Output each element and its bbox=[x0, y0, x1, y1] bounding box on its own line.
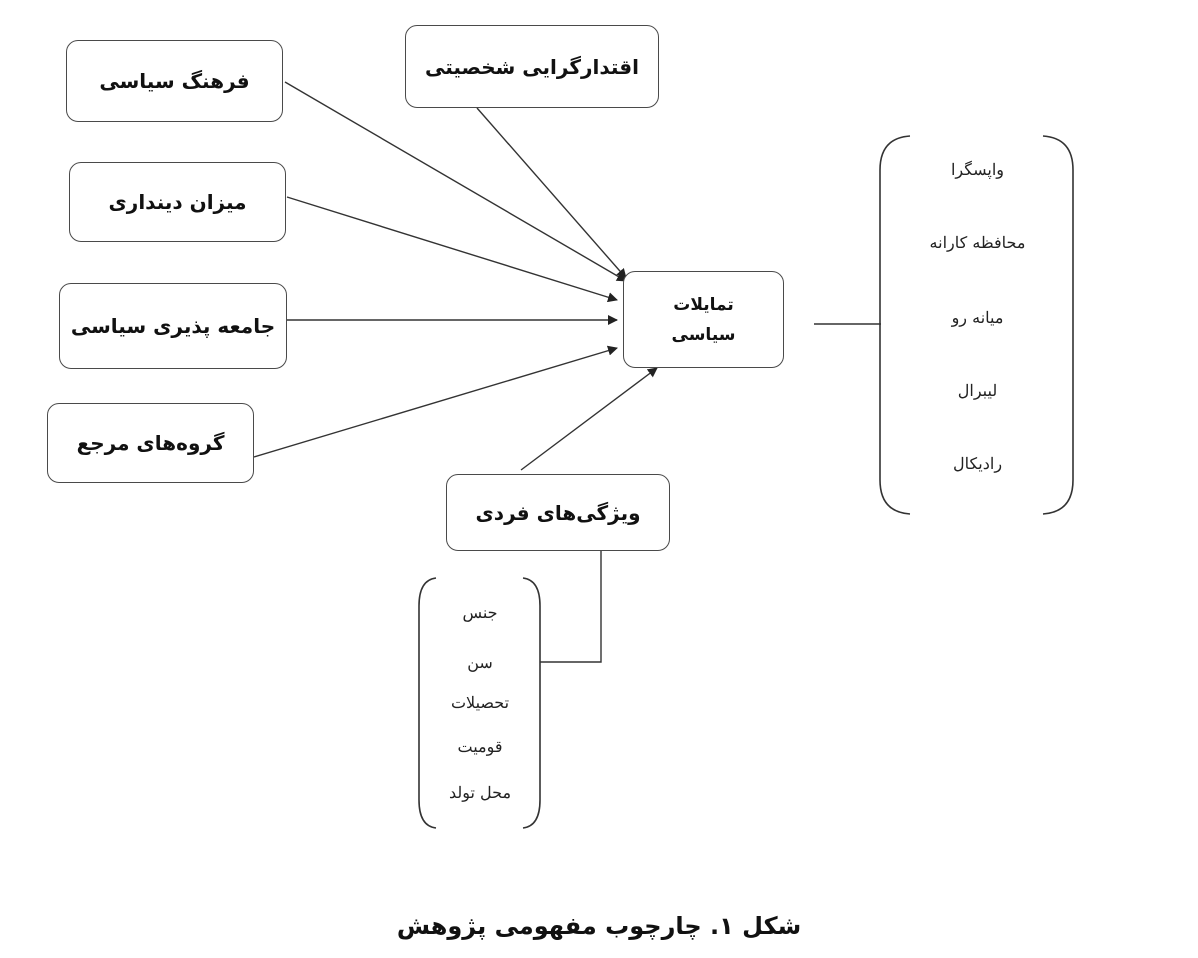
orientation-item: محافظه کارانه bbox=[929, 233, 1026, 252]
box-reference-groups-label: گروه‌های مرجع bbox=[76, 431, 225, 455]
arrow-political-culture bbox=[284, 81, 627, 282]
individual-item: سن bbox=[467, 653, 493, 672]
center-line-2: سیاسی bbox=[671, 324, 736, 345]
box-political-culture: فرهنگ سیاسی bbox=[66, 40, 283, 122]
box-reference-groups: گروه‌های مرجع bbox=[47, 403, 254, 483]
arrow-reference-groups bbox=[253, 345, 618, 458]
orientations-bracket bbox=[879, 135, 1074, 515]
box-political-tendencies: تمایلات سیاسی bbox=[623, 271, 784, 368]
box-political-culture-label: فرهنگ سیاسی bbox=[99, 69, 250, 93]
center-line-1: تمایلات bbox=[673, 294, 734, 315]
individual-item: تحصیلات bbox=[450, 693, 510, 712]
arrow-individual bbox=[520, 367, 658, 471]
connector-individual-items bbox=[540, 551, 602, 663]
individual-item: محل تولد bbox=[448, 783, 512, 802]
arrow-authoritarianism bbox=[476, 107, 627, 279]
box-personal-authoritarianism: اقتدارگرایی شخصیتی bbox=[405, 25, 659, 108]
box-personal-authoritarianism-label: اقتدارگرایی شخصیتی bbox=[424, 54, 640, 79]
box-individual-characteristics-label: ویژگی‌های فردی bbox=[475, 500, 641, 525]
individual-items-bracket bbox=[418, 577, 541, 829]
figure-caption: شکل ۱. چارچوب مفهومی پژوهش bbox=[396, 912, 802, 940]
orientation-item: میانه رو bbox=[951, 308, 1004, 327]
orientation-item: واپسگرا bbox=[950, 160, 1004, 179]
arrow-religiosity bbox=[286, 196, 618, 303]
box-political-socialization-label: جامعه پذیری سیاسی bbox=[70, 314, 276, 338]
individual-items-list: جنس سن تحصیلات قومیت محل تولد bbox=[425, 0, 535, 958]
orientations-list: واپسگرا محافظه کارانه میانه رو لیبرال را… bbox=[890, 0, 1065, 958]
box-religiosity-level: میزان دینداری bbox=[69, 162, 286, 242]
individual-item: قومیت bbox=[457, 737, 503, 756]
box-individual-characteristics: ویژگی‌های فردی bbox=[446, 474, 670, 551]
orientation-item: رادیکال bbox=[952, 454, 1003, 473]
box-religiosity-level-label: میزان دینداری bbox=[108, 190, 247, 214]
box-political-socialization: جامعه پذیری سیاسی bbox=[59, 283, 287, 369]
individual-item: جنس bbox=[462, 603, 498, 622]
orientation-item: لیبرال bbox=[957, 381, 998, 400]
